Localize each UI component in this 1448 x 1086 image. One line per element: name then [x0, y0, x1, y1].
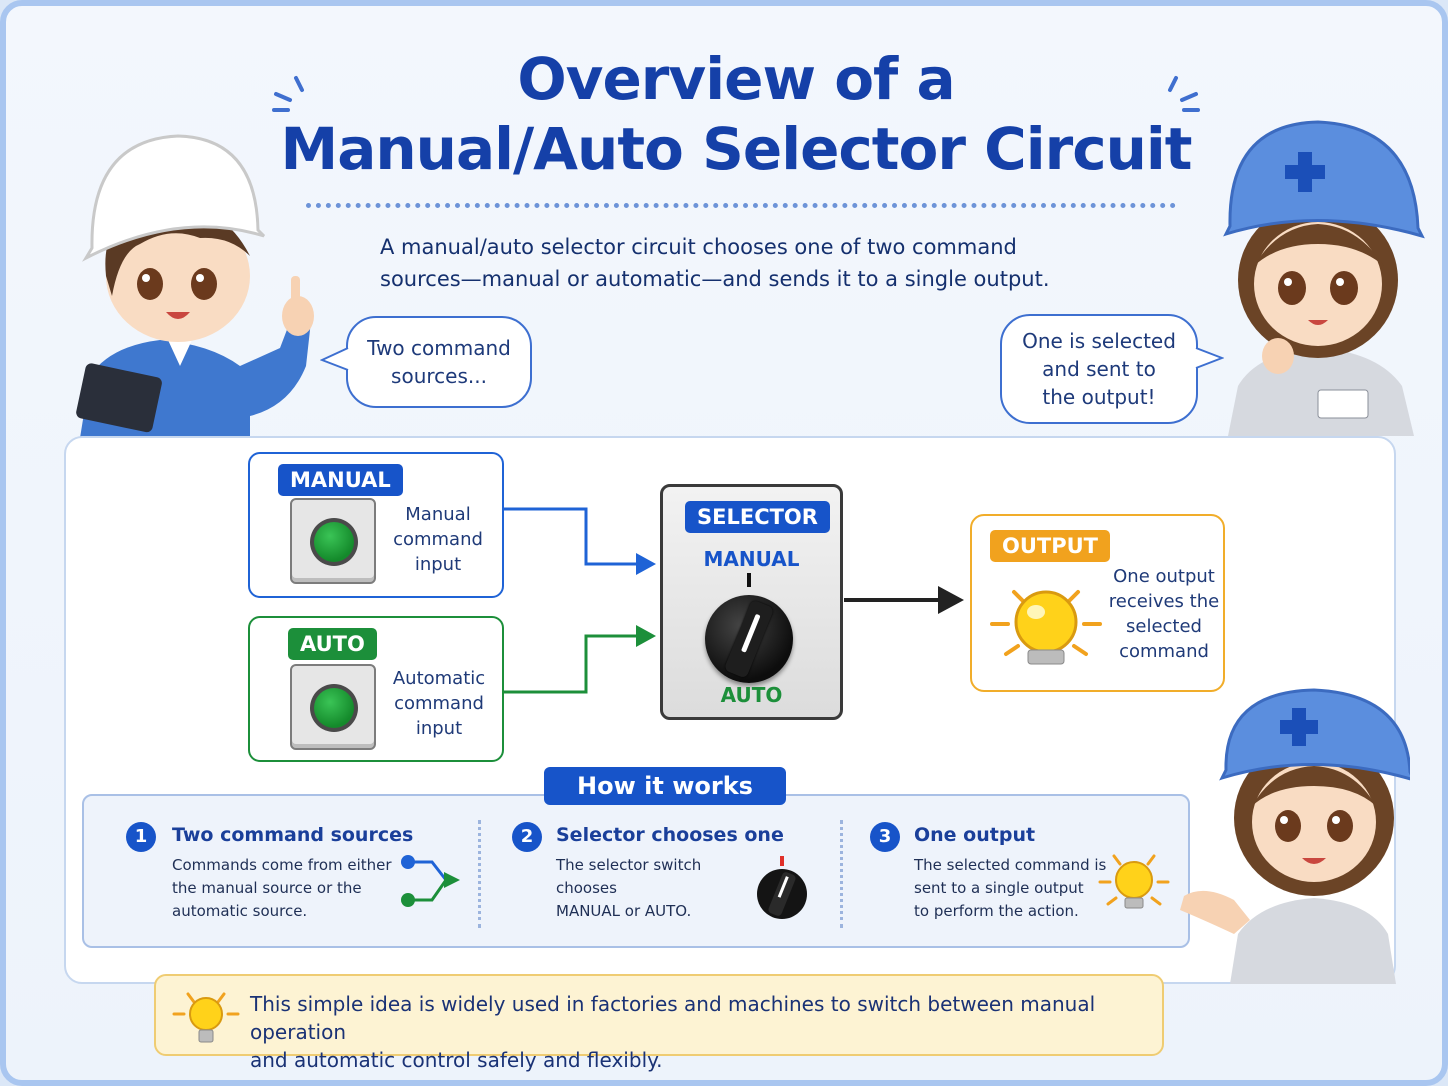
engineer-girl-presenting-illustration	[1180, 688, 1410, 984]
step-1-title: Two command sources	[172, 824, 414, 846]
title-line-1: Overview of a	[517, 45, 955, 113]
page-title: Overview of a Manual/Auto Selector Circu…	[266, 44, 1206, 184]
bubble-tail-icon	[320, 347, 349, 371]
step-2-body: The selector switch chooses MANUAL or AU…	[556, 854, 766, 923]
manual-tag: MANUAL	[278, 464, 403, 496]
intro-line-1: A manual/auto selector circuit chooses o…	[380, 235, 1017, 259]
tip-note-text: This simple idea is widely used in facto…	[250, 990, 1150, 1074]
sparkle-icon	[1168, 76, 1200, 112]
manual-signal-arrow	[504, 507, 638, 566]
manual-label-line-3: input	[414, 554, 462, 575]
auto-label-line-2: command	[394, 693, 484, 714]
bubble-right-line-2: and sent to	[1042, 357, 1156, 381]
output-label-line-2: receives the	[1108, 591, 1220, 612]
step-3-body: The selected command is sent to a single…	[914, 854, 1114, 923]
lamp-bulb-small-icon	[1098, 854, 1170, 909]
manual-label-line-2: command	[393, 529, 483, 550]
manual-source-label: Manual command input	[380, 502, 496, 577]
manual-pushbutton-icon	[290, 498, 376, 584]
output-label-line-3: selected	[1126, 616, 1202, 637]
auto-label-line-1: Automatic	[392, 668, 486, 689]
step-2-number: 2	[512, 822, 542, 852]
step-divider	[478, 820, 481, 928]
bubble-left-line-2: sources...	[391, 364, 487, 388]
step-3-line-1: The selected command is	[914, 856, 1107, 874]
manual-source-box: MANUAL Manual command input	[248, 452, 504, 598]
bubble-left-line-1: Two command	[367, 336, 511, 360]
title-divider	[306, 203, 1176, 208]
auto-tag: AUTO	[288, 628, 377, 660]
selector-manual-label: MANUAL	[703, 547, 800, 571]
step-2-line-1: The selector switch chooses	[556, 856, 702, 897]
output-label: One output receives the selected command	[1108, 564, 1220, 664]
selector-knob-small-icon	[757, 856, 807, 919]
lightbulb-tip-icon	[172, 992, 240, 1043]
intro-line-2: sources—manual or automatic—and sends it…	[380, 267, 1050, 291]
output-box: OUTPUT One output receives the selected …	[970, 514, 1225, 692]
engineer-girl-illustration	[1223, 120, 1425, 436]
step-3-number: 3	[870, 822, 900, 852]
step-1-line-1: Commands come from either	[172, 856, 392, 874]
speech-bubble-right: One is selected and sent to the output!	[1000, 314, 1198, 424]
step-3-line-3: to perform the action.	[914, 902, 1079, 920]
step-2-line-2: MANUAL or AUTO.	[556, 902, 692, 920]
auto-signal-arrow	[504, 634, 638, 694]
output-label-line-1: One output	[1113, 566, 1215, 587]
selector-pointer-mark	[747, 573, 751, 587]
how-it-works-box: 1 Two command sources Commands come from…	[82, 794, 1190, 948]
intro-text: A manual/auto selector circuit chooses o…	[380, 231, 1100, 295]
engineer-boy-illustration	[76, 134, 314, 438]
manual-label-line-1: Manual	[405, 504, 471, 525]
auto-label-line-3: input	[415, 718, 463, 739]
manual-arrowhead-icon	[636, 553, 656, 575]
step-divider	[840, 820, 843, 928]
title-line-2: Manual/Auto Selector Circuit	[280, 115, 1193, 183]
bubble-right-line-3: the output!	[1042, 385, 1156, 409]
step-2-title: Selector chooses one	[556, 824, 784, 846]
tip-note: This simple idea is widely used in facto…	[154, 974, 1164, 1072]
auto-arrowhead-icon	[636, 625, 656, 647]
step-1-line-2: the manual source or the	[172, 879, 362, 897]
output-tag: OUTPUT	[990, 530, 1110, 562]
step-1-line-3: automatic source.	[172, 902, 308, 920]
speech-bubble-left: Two command sources...	[346, 316, 532, 408]
note-line-2: and automatic control safely and flexibl…	[250, 1048, 663, 1072]
merge-sources-icon	[401, 855, 460, 907]
how-it-works-heading: How it works	[544, 767, 786, 805]
output-label-line-4: command	[1119, 641, 1209, 662]
step-3-title: One output	[914, 824, 1036, 846]
step-1-body: Commands come from either the manual sou…	[172, 854, 402, 923]
auto-pushbutton-icon	[290, 664, 376, 750]
output-arrowhead-icon	[938, 586, 964, 614]
auto-source-label: Automatic command input	[380, 666, 498, 741]
step-1-number: 1	[126, 822, 156, 852]
selector-tag: SELECTOR	[685, 501, 830, 533]
signal-arrows	[504, 507, 964, 694]
bubble-tail-icon	[1195, 347, 1224, 369]
auto-source-box: AUTO Automatic command input	[248, 616, 504, 762]
note-line-1: This simple idea is widely used in facto…	[250, 992, 1096, 1044]
bubble-right-line-1: One is selected	[1022, 329, 1176, 353]
selector-auto-label: AUTO	[720, 683, 783, 707]
lamp-bulb-icon	[990, 590, 1102, 665]
selector-knob-icon[interactable]	[705, 595, 793, 683]
sparkle-icon	[272, 76, 304, 112]
selector-switch-box: SELECTOR MANUAL AUTO	[660, 484, 843, 720]
step-3-line-2: sent to a single output	[914, 879, 1084, 897]
